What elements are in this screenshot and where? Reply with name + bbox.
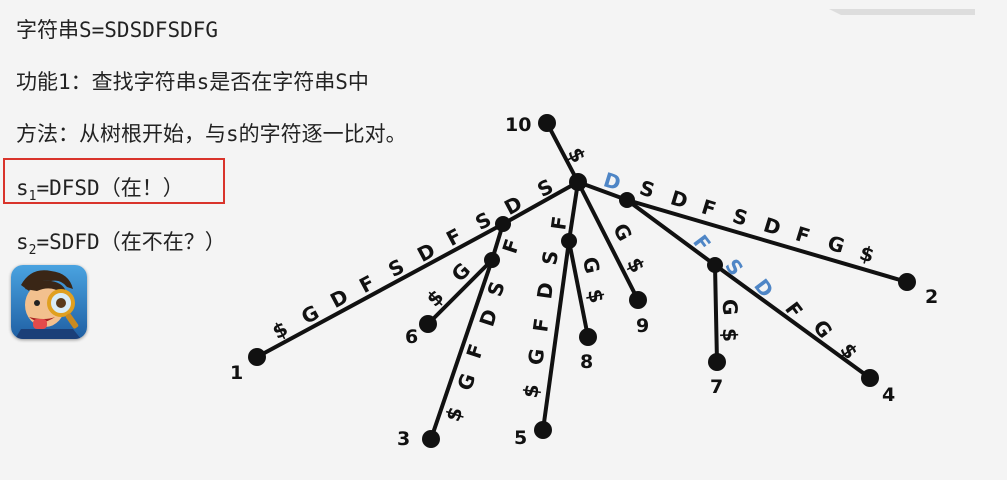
function-description: 功能1：查找字符串s是否在字符串S中 [16, 70, 369, 94]
leaf-node-4 [861, 369, 879, 387]
leaf-node-6 [419, 315, 437, 333]
highlight-box [3, 158, 225, 204]
edge-letter: $ [718, 328, 742, 343]
edge-labels-to-8: G $ [578, 255, 609, 306]
leaf-node-9 [629, 291, 647, 309]
edge-labels-to-2: D S D F S D F G $ [601, 167, 877, 267]
edge-root-up [545, 121, 580, 184]
example-s1-sub: 1 [28, 189, 37, 205]
edge-letter: $ [857, 240, 877, 267]
branch-node [495, 216, 511, 232]
edge-root-a [501, 180, 580, 226]
leaf-number-6: 6 [405, 326, 418, 348]
method-description: 方法：从树根开始，与s的字符逐一比对。 [16, 122, 407, 146]
leaf-number-5: 5 [514, 427, 527, 449]
edge-labels-to-7: G $ [718, 299, 743, 343]
leaf-number-1: 1 [230, 362, 243, 384]
edge-c-leaf8 [567, 239, 590, 339]
edge-letter: G [578, 255, 605, 276]
example-s2: s2=SDFD（在不在？） [16, 226, 226, 258]
edge-labels-to-9: G $ [608, 219, 650, 276]
leaf-node-3 [422, 430, 440, 448]
edge-letter: F [793, 221, 813, 248]
edge-labels-to-1: S D S F D S F D G $ [268, 174, 557, 344]
edge-root-leaf9 [576, 180, 640, 302]
leaf-node-8 [579, 328, 597, 346]
leaf-number-9: 9 [636, 315, 649, 337]
edge-letter: F [688, 230, 715, 255]
example-s1-var: s [16, 176, 29, 200]
edge-letter: S [637, 175, 658, 202]
edge-letter: G [718, 299, 743, 316]
leaf-node-1 [248, 348, 266, 366]
edge-e-leaf4 [713, 263, 872, 380]
edge-letter: F [699, 194, 719, 221]
edge-letter: D [601, 167, 624, 195]
top-corner-artifact [827, 0, 977, 15]
edge-letter: G [808, 315, 837, 343]
edge-letter: D [761, 212, 784, 240]
root-number: 10 [505, 114, 531, 136]
edge-labels-to-5: F S D F G $ [518, 215, 572, 400]
branch-node [561, 233, 577, 249]
edge-c-leaf5 [541, 239, 571, 432]
edge-letter: F [497, 236, 524, 256]
leaf-node-7 [708, 353, 726, 371]
branch-node [619, 192, 635, 208]
edge-letter: G [452, 370, 480, 393]
edge-labels-to-3: F S D F G $ [440, 236, 524, 424]
leaf-number-3: 3 [397, 428, 410, 450]
edge-letter: D [668, 185, 691, 213]
leaf-number-7: 7 [710, 376, 723, 398]
example-s1: s1=DFSD（在！） [16, 172, 184, 204]
branch-node [569, 173, 587, 191]
string-definition: 字符串S=SDSDFSDFG [16, 18, 219, 42]
edge-e-leaf7 [713, 263, 719, 364]
edge-letter: $ [835, 338, 863, 364]
example-s2-sub: 2 [28, 243, 37, 259]
edge-root-c [567, 180, 580, 243]
edge-letter: $ [583, 287, 609, 306]
edge-letter: D [532, 281, 558, 301]
edge-letter: S [482, 278, 509, 299]
edge-d-leaf2 [625, 198, 909, 284]
edge-letter: S [730, 203, 751, 230]
leaf-node-5 [534, 421, 552, 439]
edge-a-leaf1 [255, 222, 505, 359]
edge-b-leaf6 [426, 258, 494, 326]
edge-letter: $ [518, 382, 544, 399]
leaf-number-8: 8 [580, 351, 593, 373]
detective-avatar-icon [11, 265, 87, 339]
edge-letter: S [537, 249, 563, 267]
edge-letter: G [825, 230, 848, 258]
edge-letter: F [780, 297, 807, 322]
edge-letter: D [474, 306, 502, 329]
example-s2-text: =SDFD（在不在？） [36, 230, 226, 254]
edge-letter: D [749, 274, 778, 302]
edge-letter: D [500, 191, 526, 220]
example-s1-text: =DFSD（在！） [36, 176, 184, 200]
example-s2-var: s [16, 230, 29, 254]
leaf-node-2 [898, 273, 916, 291]
edge-letter: F [461, 341, 488, 361]
branch-node [707, 257, 723, 273]
branch-node [484, 252, 500, 268]
edge-letter: S [720, 254, 748, 280]
leaf-number-4: 4 [882, 384, 895, 406]
edge-letter: G [523, 347, 549, 367]
root-node [538, 114, 556, 132]
edge-letter: $ [440, 404, 467, 425]
edge-b-leaf3 [429, 258, 494, 441]
edge-letter: F [546, 215, 572, 232]
edge-letter: G [608, 219, 637, 245]
edge-d-e [625, 198, 717, 267]
edge-letter: F [528, 317, 554, 334]
leaf-number-2: 2 [925, 286, 938, 308]
